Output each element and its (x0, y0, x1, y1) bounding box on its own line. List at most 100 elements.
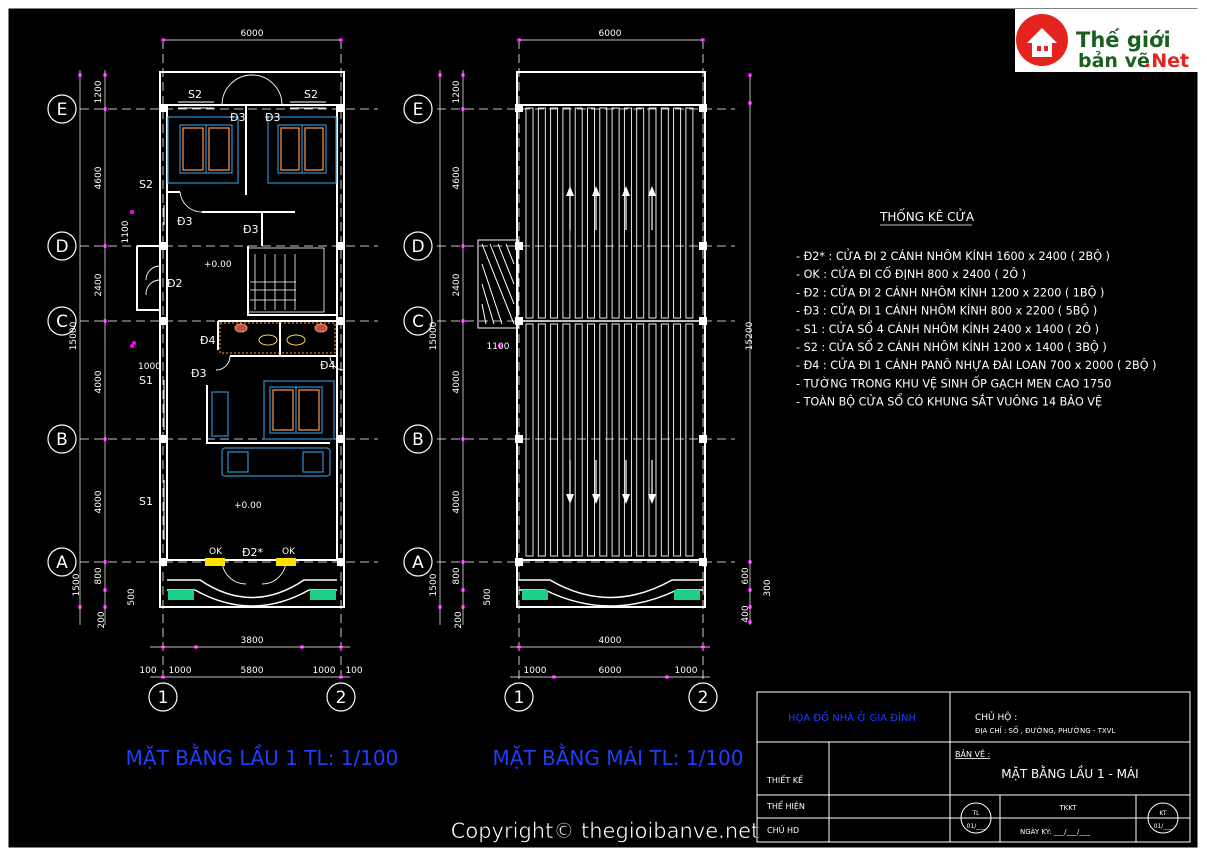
schedule-item: - Đ2* : CỬA ĐI 2 CÁNH NHÔM KÍNH 1600 x 2… (796, 249, 1110, 263)
schedule-item: - OK : CỬA ĐI CỐ ĐỊNH 800 x 2400 ( 2Ô ) (796, 267, 1026, 281)
svg-text:100: 100 (345, 666, 362, 676)
svg-text:Đ4: Đ4 (320, 359, 336, 372)
bed-room3 (211, 380, 335, 440)
door-schedule: THỐNG KÊ CỬA - Đ2* : CỬA ĐI 2 CÁNH NHÔM … (796, 208, 1156, 409)
svg-text:S1: S1 (139, 495, 153, 508)
roof-sheet-rib (623, 107, 632, 319)
svg-text:15000: 15000 (429, 321, 439, 350)
svg-text:15000: 15000 (69, 321, 79, 350)
roof-sheet-rib (673, 323, 682, 557)
roof-sheet-rib (550, 323, 559, 557)
roof-outline (516, 71, 706, 608)
svg-text:D: D (411, 237, 424, 257)
svg-text:800: 800 (94, 567, 104, 584)
svg-text:1200: 1200 (94, 80, 104, 103)
svg-text:CHỦ HD: CHỦ HD (767, 824, 799, 835)
svg-text:500: 500 (483, 588, 493, 605)
svg-text:4600: 4600 (452, 166, 462, 189)
svg-text:BẢN VẼ :: BẢN VẼ : (955, 748, 990, 759)
dimension-text: 6000 6000 1200 4600 1100 2400 15000 1000… (69, 29, 773, 676)
dimension-lines (79, 39, 751, 678)
logo-text-3: .Net (1144, 50, 1189, 72)
plan2-title: MẶT BẰNG MÁI TL: 1/100 (492, 744, 743, 770)
svg-text:E: E (57, 100, 68, 120)
roof-sheet-rib (685, 107, 694, 319)
svg-text:S2: S2 (139, 178, 153, 191)
svg-text:4600: 4600 (94, 166, 104, 189)
svg-text:S2: S2 (304, 88, 318, 101)
svg-text:01/___: 01/___ (967, 823, 987, 830)
svg-text:1100: 1100 (487, 342, 510, 352)
svg-text:4000: 4000 (452, 370, 462, 393)
svg-text:2400: 2400 (452, 273, 462, 296)
svg-text:4000: 4000 (94, 490, 104, 513)
svg-text:C: C (412, 312, 424, 332)
copyright-watermark: Copyright© thegioibanve.net (451, 819, 760, 843)
svg-text:S2: S2 (188, 88, 202, 101)
roof-sheet-rib (623, 323, 632, 557)
svg-text:Đ3: Đ3 (191, 367, 207, 380)
svg-text:NGÀY KÝ: ___/___/___: NGÀY KÝ: ___/___/___ (1020, 827, 1090, 836)
svg-text:6000: 6000 (241, 29, 264, 39)
schedule-item: - Đ2 : CỬA ĐI 2 CÁNH NHÔM KÍNH 1200 x 22… (796, 285, 1104, 299)
svg-text:A: A (56, 553, 68, 573)
roof-sheet-rib (599, 107, 608, 319)
roof-sheet-rib (574, 323, 583, 557)
roof-sheet-rib (611, 107, 620, 319)
svg-text:OK: OK (282, 547, 296, 557)
roof-sheet-rib (660, 107, 669, 319)
svg-text:B: B (412, 430, 424, 450)
roof-sheet-rib (562, 323, 571, 557)
roof-sheet-rib (648, 323, 657, 557)
roof-sheet-rib (525, 107, 534, 319)
svg-text:1100: 1100 (121, 220, 131, 243)
svg-text:Đ3: Đ3 (177, 215, 193, 228)
svg-text:1: 1 (514, 688, 525, 708)
svg-text:200: 200 (97, 611, 107, 628)
svg-text:800: 800 (452, 567, 462, 584)
svg-text:6000: 6000 (599, 666, 622, 676)
slope-arrows (569, 190, 653, 500)
axis-bubbles-plan1 (47, 94, 718, 712)
svg-text:Đ3: Đ3 (265, 111, 281, 124)
columns (159, 104, 345, 566)
svg-text:4000: 4000 (599, 636, 622, 646)
roof-sheets (525, 107, 694, 557)
roof-sheet-rib (599, 323, 608, 557)
svg-text:B: B (56, 430, 68, 450)
roof-sheet-rib (636, 323, 645, 557)
roof-sheet-rib (587, 107, 595, 319)
svg-text:1000: 1000 (313, 666, 336, 676)
svg-text:500: 500 (127, 588, 137, 605)
svg-text:600: 600 (741, 567, 751, 584)
roof-stair-box (477, 239, 519, 329)
site-logo: Thế giới bản vẽ .Net (1015, 9, 1198, 72)
schedule-item: - Đ4 : CỬA ĐI 1 CÁNH PANÔ NHỰA ĐÀI LOAN … (796, 358, 1156, 372)
svg-text:THỂ HIỆN: THỂ HIỆN (766, 799, 805, 812)
roof-sheet-rib (537, 323, 546, 557)
svg-text:2: 2 (336, 688, 347, 708)
svg-text:TL: TL (971, 810, 980, 817)
svg-text:1000: 1000 (524, 666, 547, 676)
svg-text:THIẾT KẾ: THIẾT KẾ (766, 774, 804, 785)
svg-text:E: E (413, 100, 424, 120)
logo-text-2: bản vẽ (1078, 50, 1150, 72)
slope-arrowheads (566, 186, 656, 504)
roof-sheet-rib (685, 323, 694, 557)
svg-text:4000: 4000 (94, 370, 104, 393)
outer-walls (159, 71, 345, 608)
svg-text:1200: 1200 (452, 80, 462, 103)
svg-text:A: A (412, 553, 424, 573)
room-labels: S2 S2 S2 Đ3 Đ3 Đ3 Đ3 Đ3 Đ2 Đ4 Đ4 S1 S1 O… (139, 88, 336, 559)
title-block (756, 691, 1191, 843)
svg-text:OK: OK (209, 547, 223, 557)
svg-text:100: 100 (139, 666, 156, 676)
svg-text:Đ3: Đ3 (230, 111, 246, 124)
svg-text:1500: 1500 (429, 573, 439, 596)
svg-text:400: 400 (741, 605, 751, 622)
balcony (167, 579, 337, 607)
title-block-text: HỌA ĐỒ NHÀ Ở GIA ĐÌNH CHỦ HỘ : ĐỊA CHỈ :… (766, 710, 1173, 836)
bed-room2 (267, 116, 337, 184)
